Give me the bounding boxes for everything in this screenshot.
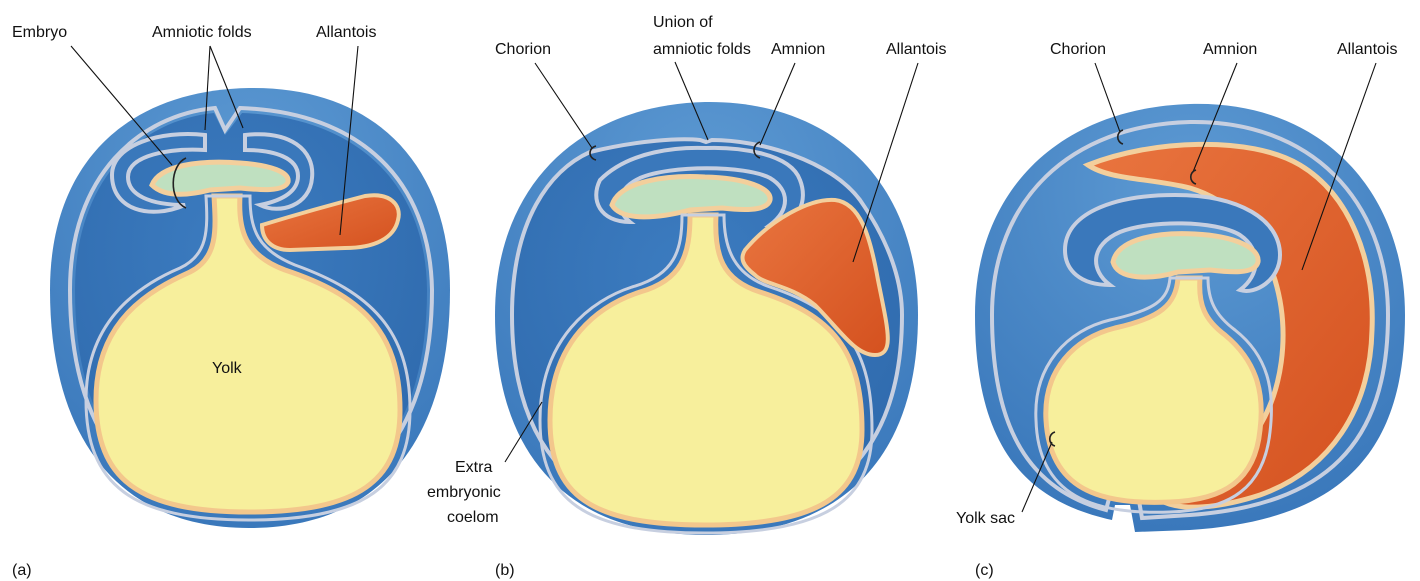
label-amnion-c: Amnion [1203, 41, 1257, 58]
leader-chorion-b [535, 63, 592, 148]
panel-a: Embryo Amniotic folds Allantois Yolk (a) [12, 24, 450, 579]
label-amniotic-folds: Amniotic folds [152, 24, 252, 41]
label-coelom-line3: coelom [447, 509, 499, 526]
panel-letter-b: (b) [495, 562, 515, 579]
panel-c-egg [975, 104, 1405, 532]
label-chorion-c: Chorion [1050, 41, 1106, 58]
label-allantois-a: Allantois [316, 24, 376, 41]
panel-c: Chorion Amnion Allantois Yolk sac (c) [956, 41, 1405, 579]
label-union-line1: Union of [653, 14, 713, 31]
label-coelom-line2: embryonic [427, 484, 501, 501]
panel-b-egg [495, 102, 918, 535]
label-embryo: Embryo [12, 24, 67, 41]
panel-a-egg [50, 88, 450, 528]
label-allantois-b: Allantois [886, 41, 946, 58]
label-allantois-c: Allantois [1337, 41, 1397, 58]
label-yolk: Yolk [212, 360, 243, 377]
panel-letter-a: (a) [12, 562, 32, 579]
label-amnion-b: Amnion [771, 41, 825, 58]
panel-a-embryo [152, 162, 288, 194]
label-chorion-b: Chorion [495, 41, 551, 58]
label-coelom-line1: Extra [455, 459, 492, 476]
label-yolk-sac: Yolk sac [956, 510, 1015, 527]
panel-letter-c: (c) [975, 562, 994, 579]
panel-b: Chorion Union of amniotic folds Amnion A… [427, 14, 946, 579]
panel-c-embryo [1113, 234, 1258, 277]
label-union-line2: amniotic folds [653, 41, 751, 58]
panel-b-embryo [612, 177, 770, 217]
